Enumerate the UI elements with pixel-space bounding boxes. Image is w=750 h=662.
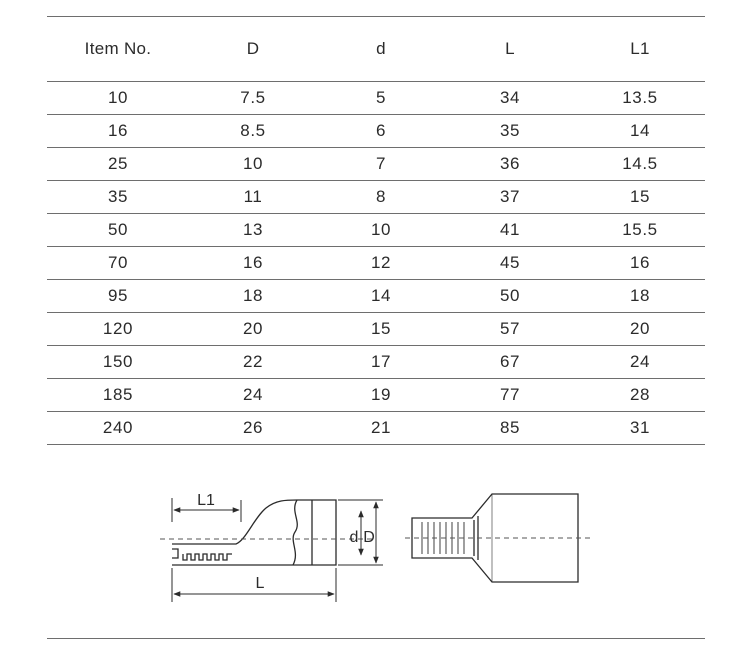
cell-inner-diameter: 12 xyxy=(317,246,445,280)
cell-outer-diameter: 13 xyxy=(189,213,317,247)
table-row: 50 13 10 41 15.5 xyxy=(47,213,705,247)
cell-inner-diameter: 6 xyxy=(317,114,445,148)
cell-length-l1: 28 xyxy=(575,378,705,412)
cell-inner-diameter: 21 xyxy=(317,411,445,445)
header-outer-diameter: D xyxy=(189,16,317,82)
table-row: 10 7.5 5 34 13.5 xyxy=(47,81,705,115)
cell-inner-diameter: 8 xyxy=(317,180,445,214)
cell-item-no: 16 xyxy=(47,114,189,148)
cell-length: 35 xyxy=(445,114,575,148)
cell-item-no: 120 xyxy=(47,312,189,346)
header-length-l1: L1 xyxy=(575,16,705,82)
cell-length: 41 xyxy=(445,213,575,247)
cell-item-no: 50 xyxy=(47,213,189,247)
table-row: 95 18 14 50 18 xyxy=(47,279,705,313)
table-row: 25 10 7 36 14.5 xyxy=(47,147,705,181)
l-dimension xyxy=(171,568,337,602)
cell-outer-diameter: 7.5 xyxy=(189,81,317,115)
cell-length-l1: 13.5 xyxy=(575,81,705,115)
side-view-drawing xyxy=(172,499,337,566)
cell-outer-diameter: 18 xyxy=(189,279,317,313)
cell-inner-diameter: 5 xyxy=(317,81,445,115)
cell-length: 50 xyxy=(445,279,575,313)
label-d-small: d xyxy=(350,529,359,546)
cell-item-no: 185 xyxy=(47,378,189,412)
header-item-no: Item No. xyxy=(47,16,189,82)
specification-table: Item No. D d L L1 10 7.5 5 34 13.5 16 8.… xyxy=(47,16,705,445)
cell-length: 36 xyxy=(445,147,575,181)
cell-item-no: 25 xyxy=(47,147,189,181)
table-row: 16 8.5 6 35 14 xyxy=(47,114,705,148)
cell-length-l1: 14.5 xyxy=(575,147,705,181)
cell-item-no: 70 xyxy=(47,246,189,280)
cell-length-l1: 24 xyxy=(575,345,705,379)
cell-item-no: 150 xyxy=(47,345,189,379)
cell-inner-diameter: 14 xyxy=(317,279,445,313)
cell-length-l1: 31 xyxy=(575,411,705,445)
cell-item-no: 95 xyxy=(47,279,189,313)
cell-item-no: 10 xyxy=(47,81,189,115)
table-row: 185 24 19 77 28 xyxy=(47,378,705,412)
table-header-row: Item No. D d L L1 xyxy=(47,16,705,82)
cell-outer-diameter: 10 xyxy=(189,147,317,181)
cell-length-l1: 20 xyxy=(575,312,705,346)
table-row: 150 22 17 67 24 xyxy=(47,345,705,379)
label-d-large: D xyxy=(363,529,375,546)
cell-outer-diameter: 11 xyxy=(189,180,317,214)
table-row: 240 26 21 85 31 xyxy=(47,411,705,445)
cell-length-l1: 15 xyxy=(575,180,705,214)
cell-length: 57 xyxy=(445,312,575,346)
cell-outer-diameter: 22 xyxy=(189,345,317,379)
cell-length: 67 xyxy=(445,345,575,379)
l1-dimension xyxy=(171,498,242,522)
cell-length-l1: 16 xyxy=(575,246,705,280)
cell-outer-diameter: 24 xyxy=(189,378,317,412)
cell-inner-diameter: 17 xyxy=(317,345,445,379)
cell-inner-diameter: 10 xyxy=(317,213,445,247)
terminal-dimension-diagram: L1 L d D xyxy=(160,492,590,602)
cell-inner-diameter: 15 xyxy=(317,312,445,346)
bottom-divider xyxy=(47,638,705,639)
cell-item-no: 240 xyxy=(47,411,189,445)
cell-inner-diameter: 19 xyxy=(317,378,445,412)
label-l: L xyxy=(256,575,265,592)
cell-inner-diameter: 7 xyxy=(317,147,445,181)
cell-item-no: 35 xyxy=(47,180,189,214)
cell-length: 34 xyxy=(445,81,575,115)
table-row: 120 20 15 57 20 xyxy=(47,312,705,346)
table-row: 35 11 8 37 15 xyxy=(47,180,705,214)
label-l1: L1 xyxy=(197,492,215,509)
cell-length-l1: 18 xyxy=(575,279,705,313)
header-length: L xyxy=(445,16,575,82)
cell-outer-diameter: 8.5 xyxy=(189,114,317,148)
cell-outer-diameter: 16 xyxy=(189,246,317,280)
header-inner-diameter: d xyxy=(317,16,445,82)
cell-length: 45 xyxy=(445,246,575,280)
diameter-dimensions xyxy=(338,499,383,566)
cell-length: 77 xyxy=(445,378,575,412)
cell-length-l1: 14 xyxy=(575,114,705,148)
table-row: 70 16 12 45 16 xyxy=(47,246,705,280)
cell-length: 85 xyxy=(445,411,575,445)
cell-outer-diameter: 26 xyxy=(189,411,317,445)
cell-length-l1: 15.5 xyxy=(575,213,705,247)
cell-length: 37 xyxy=(445,180,575,214)
cell-outer-diameter: 20 xyxy=(189,312,317,346)
